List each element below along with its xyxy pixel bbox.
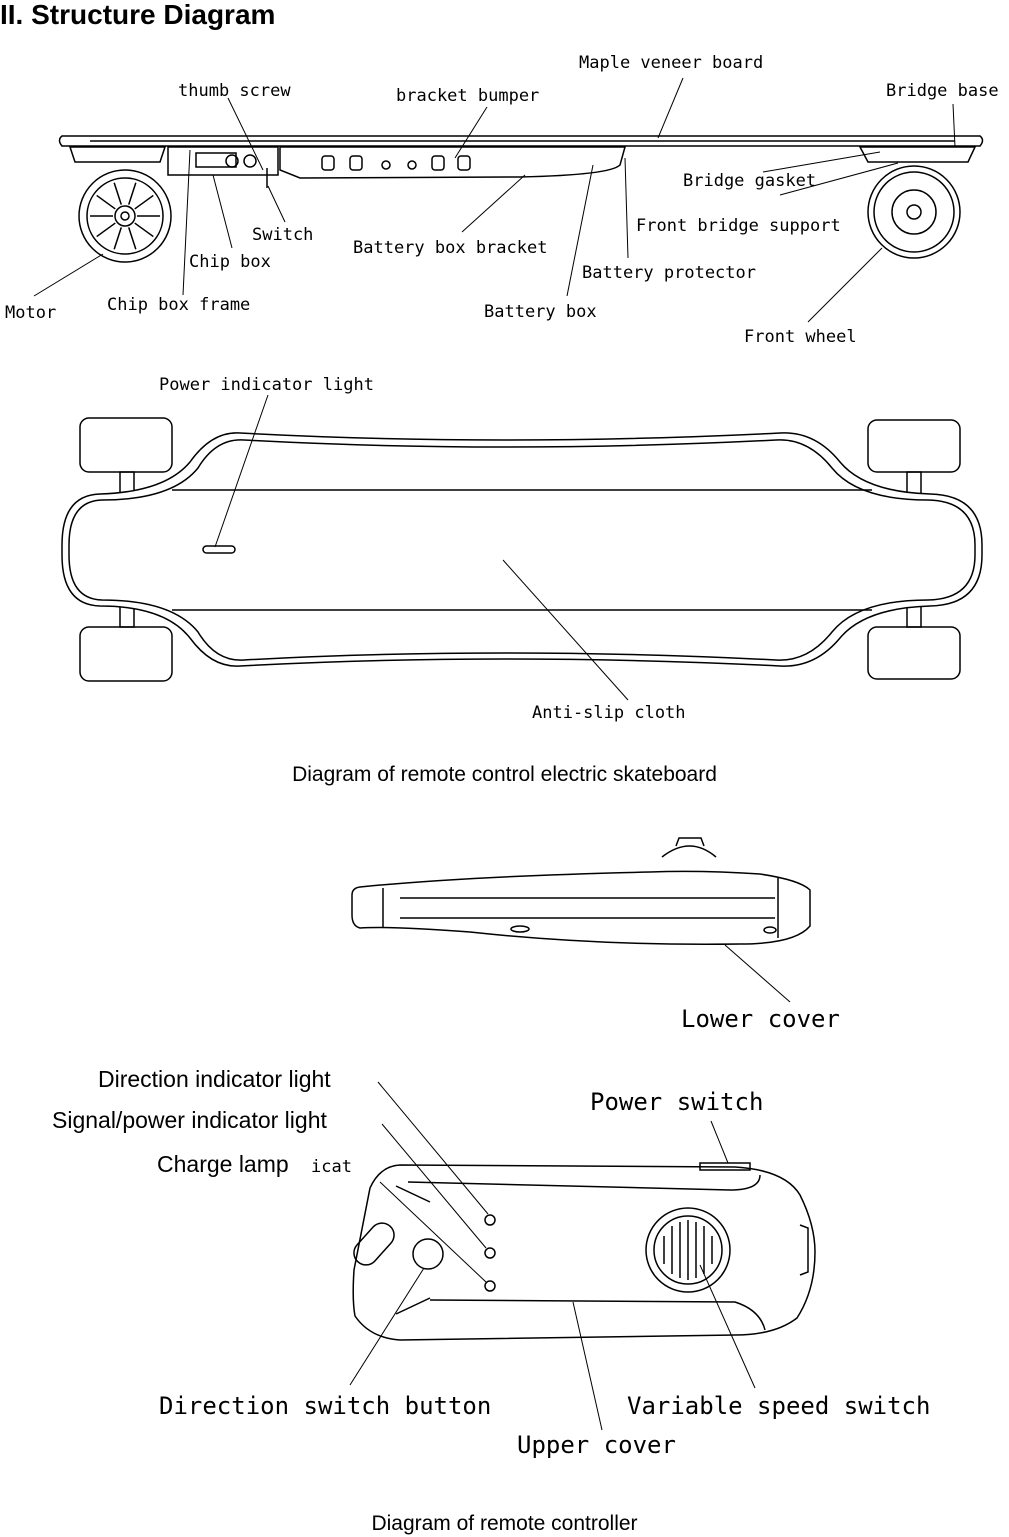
front-wheel: [867, 165, 961, 259]
board-top-leaders: [214, 394, 629, 701]
label-chip-box: Chip box: [189, 252, 271, 272]
wheel-rear-right: [79, 626, 173, 682]
label-variable-speed-switch: Variable speed switch: [627, 1392, 930, 1420]
deck-side-outline: [58, 135, 984, 147]
board-side-view: [58, 135, 984, 263]
chip-box-knob: [225, 154, 239, 168]
wheel-spoke: [127, 227, 137, 250]
direction-indicator-light-shape: [484, 1214, 496, 1226]
label-bracket-bumper: bracket bumper: [396, 86, 539, 106]
remote-top-corner-line: [395, 1185, 431, 1203]
wheel-front-right: [867, 626, 961, 680]
variable-speed-switch-ring: [653, 1215, 723, 1285]
label-front-wheel: Front wheel: [744, 327, 857, 347]
label-upper-cover: Upper cover: [517, 1431, 676, 1459]
front-truck-base: [858, 146, 977, 163]
remote-top-corner-line: [395, 1297, 431, 1315]
wheel-front-left: [867, 419, 961, 473]
label-direction-switch-button: Direction switch button: [159, 1392, 491, 1420]
power-indicator-light-shape: [202, 545, 236, 554]
variable-speed-switch-ridges: [663, 1220, 713, 1280]
bracket-bumpers: [321, 155, 471, 171]
chip-box-shape: [195, 152, 237, 168]
label-chip-box-frame: Chip box frame: [107, 295, 250, 315]
power-switch-dome: [661, 845, 717, 858]
motor-wheel: [78, 169, 172, 263]
label-bridge-base: Bridge base: [886, 81, 999, 101]
remote-side-body: [351, 870, 811, 945]
power-switch-top: [675, 837, 705, 847]
label-battery-protector: Battery protector: [582, 263, 756, 283]
label-signal-power-indicator-light: Signal/power indicator light: [52, 1107, 327, 1133]
remote-top-upper-line: [407, 1174, 761, 1191]
label-power-switch: Power switch: [590, 1088, 763, 1116]
wheel-spoke: [96, 222, 116, 238]
battery-box-shape: [279, 146, 626, 179]
chip-box-knob: [243, 154, 257, 168]
label-switch: Switch: [252, 225, 313, 245]
leader-lower-cover: [724, 944, 791, 1003]
label-direction-indicator-light: Direction indicator light: [98, 1066, 331, 1092]
label-battery-box: Battery box: [484, 302, 597, 322]
page-title: II. Structure Diagram: [0, 0, 276, 30]
wheel-spoke: [96, 194, 116, 210]
rear-truck-base: [68, 146, 167, 163]
signal-power-indicator-light-shape: [484, 1247, 496, 1259]
deck-top-outline: [61, 432, 983, 667]
remote-top-leaders: [349, 1081, 756, 1431]
label-thumb-screw: thumb screw: [178, 81, 291, 101]
remote-top-view: [352, 1162, 816, 1341]
wheel-spoke: [134, 194, 154, 210]
wheel-rear-left: [79, 417, 173, 473]
lower-cover-screw: [763, 926, 777, 934]
label-power-indicator-light: Power indicator light: [159, 375, 374, 395]
label-bridge-gasket: Bridge gasket: [683, 171, 816, 191]
remote-top-body: [352, 1164, 816, 1341]
lanyard-slot: [353, 1222, 395, 1266]
wheel-spoke: [113, 227, 123, 250]
axle: [906, 471, 922, 495]
wheel-spoke: [113, 182, 123, 205]
direction-switch-button-shape: [412, 1238, 444, 1270]
chip-box-frame-shape: [167, 146, 279, 176]
label-anti-slip-cloth: Anti-slip cloth: [532, 703, 686, 723]
remote-top-lower-line: [429, 1299, 766, 1331]
board-side-text: Maple veneer board thumb screw bracket b…: [5, 53, 999, 347]
board-top-view: [61, 417, 983, 682]
charge-lamp-shape: [484, 1280, 496, 1292]
caption-remote-controller: Diagram of remote controller: [371, 1512, 638, 1535]
wheel-spoke: [127, 182, 137, 205]
label-maple-veneer-board: Maple veneer board: [579, 53, 763, 73]
anti-slip-cloth-outline: [68, 439, 976, 661]
caption-skateboard: Diagram of remote control electric skate…: [292, 763, 717, 786]
label-motor: Motor: [5, 303, 56, 323]
variable-speed-switch-ring: [645, 1207, 731, 1293]
wheel-spoke: [134, 222, 154, 238]
label-charge-lamp-overlap: icat: [311, 1157, 352, 1177]
label-lower-cover: Lower cover: [681, 1005, 840, 1033]
axle: [906, 604, 922, 628]
remote-top-nose: [799, 1224, 809, 1276]
remote-top-text: Direction indicator light Signal/power i…: [52, 1066, 930, 1459]
lower-cover-screw: [510, 925, 530, 933]
label-charge-lamp: Charge lamp: [157, 1151, 289, 1177]
board-side-leaders: [33, 77, 956, 323]
label-front-bridge-support: Front bridge support: [636, 216, 841, 236]
power-switch-shape: [699, 1162, 751, 1171]
label-battery-box-bracket: Battery box bracket: [353, 238, 547, 258]
remote-side-view: [351, 837, 811, 945]
